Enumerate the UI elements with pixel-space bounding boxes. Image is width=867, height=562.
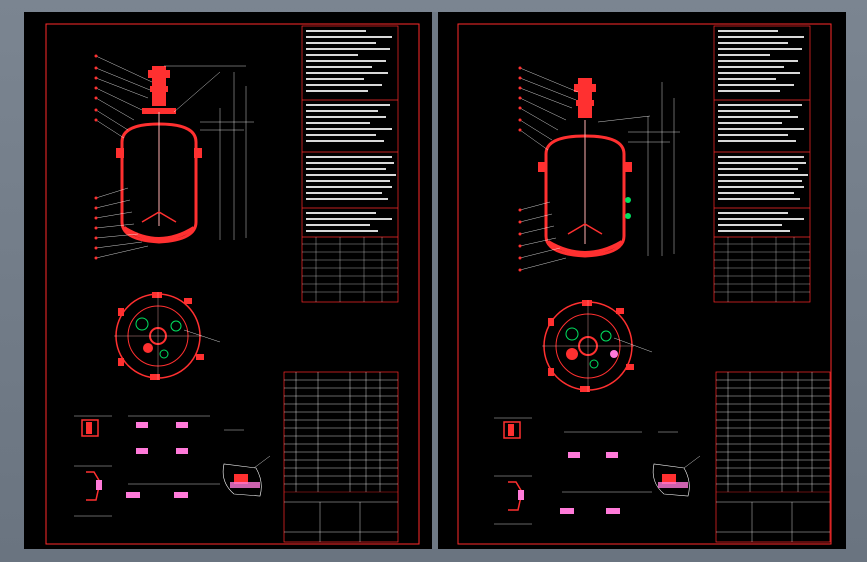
sheet-right-drawing (457, 23, 832, 545)
parts-list-table (283, 371, 399, 543)
sheet-divider (432, 12, 438, 549)
sheet-left-drawing (45, 23, 420, 545)
technical-spec-table (301, 25, 399, 303)
drawing-sheet-left (24, 12, 432, 549)
detail-views (74, 415, 271, 517)
drawing-sheet-right (438, 12, 846, 549)
reactor-vessel-elevation (116, 66, 202, 244)
cad-model-space[interactable] (24, 12, 846, 549)
reactor-plan-view (114, 292, 221, 380)
